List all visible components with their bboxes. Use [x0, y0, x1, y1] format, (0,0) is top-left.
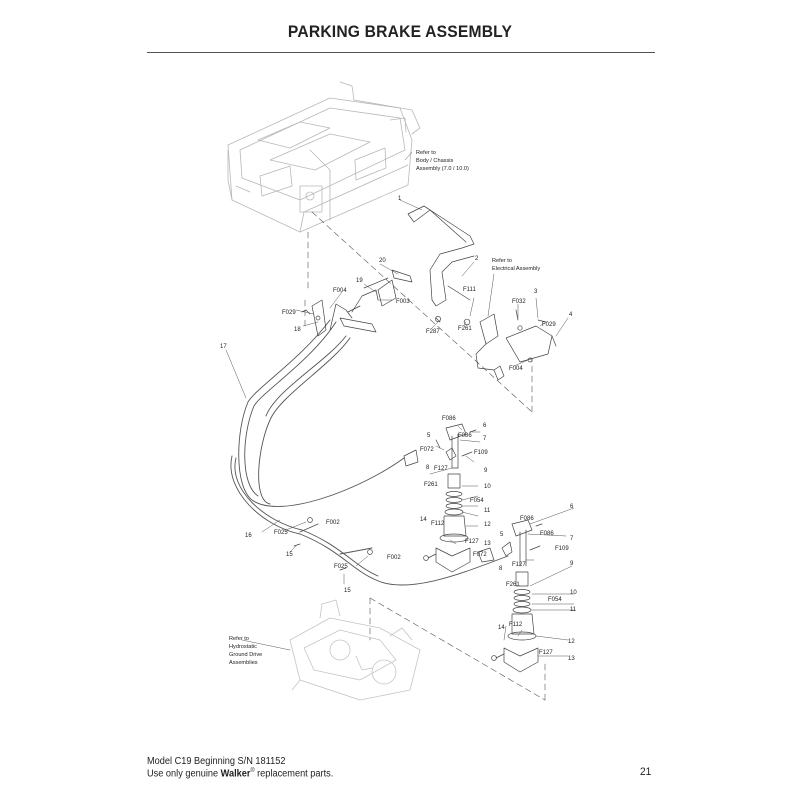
- svg-text:Refer to: Refer to: [416, 150, 436, 156]
- part-label: F261: [424, 482, 438, 488]
- page-title: PARKING BRAKE ASSEMBLY: [287, 22, 513, 41]
- chassis-body-illustration: [227, 81, 421, 233]
- part-label: F287: [426, 329, 440, 335]
- part-label: 7: [570, 536, 574, 542]
- part-label: F025: [334, 564, 348, 570]
- part-label: F127: [539, 650, 553, 656]
- part-label: F086: [520, 516, 534, 522]
- part-label: F025: [274, 530, 288, 536]
- part-label: F111: [463, 287, 476, 293]
- part-label: F072: [420, 447, 434, 453]
- part-label: 8: [499, 566, 503, 572]
- part-label: 4: [569, 312, 573, 318]
- part-label: F109: [555, 546, 569, 552]
- part-label: F002: [387, 555, 401, 561]
- svg-text:Assemblies: Assemblies: [229, 660, 258, 666]
- part-label: F127: [465, 539, 479, 545]
- part-label: 6: [483, 423, 487, 429]
- part-label: 10: [570, 590, 577, 596]
- part-label: F086: [540, 531, 554, 537]
- note-body-chassis: Refer to Body / Chassis Assembly (7.0 / …: [416, 150, 469, 172]
- brake-assembly-lower: [491, 519, 543, 673]
- part-label: F029: [282, 310, 296, 316]
- svg-text:Ground Drive: Ground Drive: [229, 652, 262, 658]
- hydrostatic-drive-illustration: [289, 599, 421, 701]
- brake-cables: [230, 319, 509, 586]
- part-label: 15: [286, 552, 293, 558]
- part-label: F054: [470, 498, 484, 504]
- part-label: 18: [294, 327, 301, 333]
- title-rule: [147, 52, 655, 53]
- part-label: 9: [484, 468, 488, 474]
- part-label: 13: [568, 656, 575, 662]
- svg-text:Electrical Assembly: Electrical Assembly: [492, 266, 540, 272]
- part-label: F004: [509, 366, 523, 372]
- part-label: 13: [484, 541, 491, 547]
- svg-text:Refer to: Refer to: [492, 258, 512, 264]
- part-label: 11: [570, 607, 577, 613]
- part-label: F127: [512, 562, 526, 568]
- part-label: 14: [420, 517, 427, 523]
- part-label: 14: [498, 625, 505, 631]
- part-label: F112: [509, 622, 523, 628]
- svg-text:Body / Chassis: Body / Chassis: [416, 158, 454, 164]
- footer-parts-line: Use only genuine Walker® replacement par…: [147, 768, 334, 780]
- part-label: 3: [534, 289, 538, 295]
- part-label: F032: [512, 299, 526, 305]
- brake-handle-lever: [407, 205, 475, 326]
- reference-dash-lines: [304, 211, 546, 701]
- part-label: F054: [548, 597, 562, 603]
- part-label: 1: [398, 196, 402, 202]
- electrical-switch: [475, 309, 557, 381]
- part-label: F029: [542, 322, 556, 328]
- part-label: 10: [484, 484, 491, 490]
- part-label: 5: [427, 433, 431, 439]
- part-label: 17: [220, 344, 227, 350]
- page-number: 21: [640, 766, 652, 778]
- note-electrical: Refer to Electrical Assembly: [492, 258, 540, 272]
- leader-lines: [225, 151, 575, 657]
- part-label: F261: [506, 582, 520, 588]
- svg-text:Refer to: Refer to: [229, 636, 249, 642]
- spring-bracket-assembly: [301, 269, 413, 337]
- part-label: 12: [484, 522, 491, 528]
- svg-text:Hydrostatic: Hydrostatic: [229, 644, 257, 650]
- note-hydrostatic: Refer to Hydrostatic Ground Drive Assemb…: [229, 636, 262, 666]
- part-label: 9: [570, 561, 574, 567]
- part-label: F002: [326, 520, 340, 526]
- part-label: F109: [474, 450, 488, 456]
- part-label: 5: [500, 532, 504, 538]
- part-label: 12: [568, 639, 575, 645]
- part-label: 2: [475, 256, 479, 262]
- part-label: 19: [356, 278, 363, 284]
- part-label: 20: [379, 258, 386, 264]
- part-label: F127: [434, 466, 448, 472]
- part-label: F004: [333, 288, 347, 294]
- part-label: 7: [483, 436, 487, 442]
- footer-model-line: Model C19 Beginning S/N 181152: [147, 756, 286, 767]
- cable-end-fittings: [293, 439, 513, 571]
- part-label: F086: [442, 416, 456, 422]
- part-label: F072: [473, 552, 487, 558]
- part-label: 11: [484, 508, 491, 514]
- part-label: F261: [458, 326, 472, 332]
- svg-text:Assembly (7.0 / 10.0): Assembly (7.0 / 10.0): [416, 166, 469, 172]
- part-label: F112: [431, 521, 445, 527]
- part-label: F003: [396, 299, 410, 305]
- part-label: 6: [570, 504, 574, 510]
- part-label: 8: [426, 465, 430, 471]
- part-labels: 1 2 20 19 F003 F004 F029 18 F287 F111 F2…: [220, 196, 577, 662]
- part-label: 15: [344, 588, 351, 594]
- brake-assembly-upper: [423, 423, 477, 573]
- part-label: 16: [245, 533, 252, 539]
- part-label: F086: [458, 433, 472, 439]
